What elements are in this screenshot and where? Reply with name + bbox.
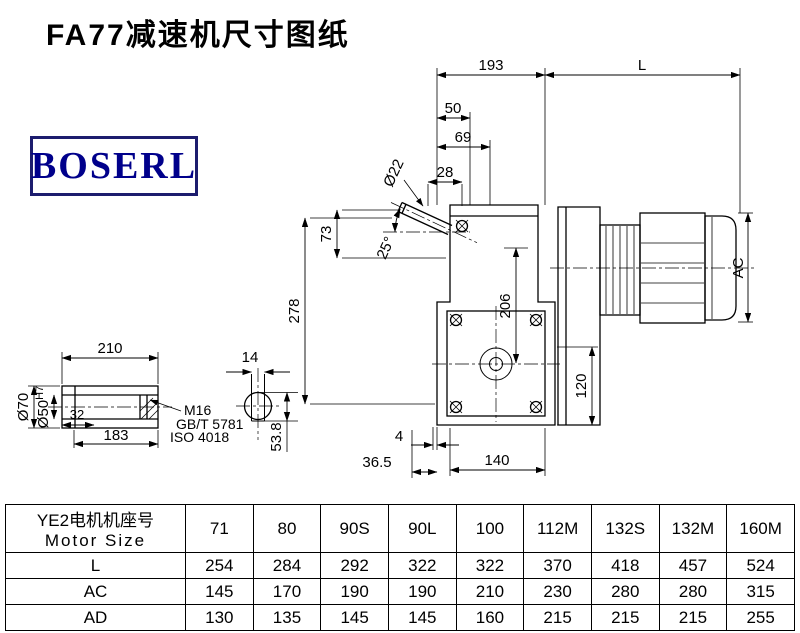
table-cell: 170 (252, 578, 322, 605)
header-line-cn: YE2电机机座号 (36, 511, 155, 530)
dim-label-140: 140 (484, 452, 509, 469)
table-cell: 135 (252, 604, 322, 631)
dim-label-193: 193 (478, 57, 503, 74)
row-label: AD (5, 604, 186, 631)
dim-label-AC: AC (730, 257, 747, 278)
brand-logo: BOSERL (30, 136, 198, 196)
dim-label-dia-50: Ø50 (35, 400, 52, 428)
table-header-cell: 132M (658, 504, 728, 553)
table-header-cell: 90L (387, 504, 457, 553)
dim-label-69: 69 (455, 129, 472, 146)
dim-label-73: 73 (318, 226, 335, 243)
dim-label-L: L (638, 57, 646, 74)
table-header-cell: 160M (726, 504, 795, 553)
table-cell: 145 (185, 578, 254, 605)
table-cell: 215 (590, 604, 660, 631)
table-header-row: YE2电机机座号 Motor Size 71 80 90S 90L 100 11… (5, 504, 795, 553)
dim-label-dia-70: Ø70 (15, 393, 32, 421)
table-row: AD 130 135 145 145 160 215 215 215 255 (5, 604, 795, 631)
table-cell: 145 (387, 604, 457, 631)
dim-label-53-8: 53.8 (268, 422, 285, 451)
label-bolt-m16: M16 (184, 402, 211, 418)
table-cell: 524 (726, 552, 795, 579)
table-cell: 280 (658, 578, 728, 605)
row-label: AC (5, 578, 186, 605)
table-header-motor-size: YE2电机机座号 Motor Size (5, 504, 186, 553)
table-cell: 292 (320, 552, 389, 579)
table-row: L 254 284 292 322 322 370 418 457 524 (5, 552, 795, 579)
dim-label-36-5: 36.5 (362, 454, 391, 471)
table-row: AC 145 170 190 190 210 230 280 280 315 (5, 578, 795, 605)
gearbox-motor-side-view (557, 206, 737, 426)
table-header-cell: 71 (185, 504, 254, 553)
table-header-cell: 80 (252, 504, 322, 553)
centerlines (48, 202, 756, 440)
table-cell: 255 (726, 604, 795, 631)
dim-label-50: 50 (445, 100, 462, 117)
label-std-iso: ISO 4018 (170, 429, 229, 445)
motor-size-table: YE2电机机座号 Motor Size 71 80 90S 90L 100 11… (5, 504, 795, 631)
table-cell: 230 (523, 578, 592, 605)
table-cell: 254 (185, 552, 254, 579)
dim-label-120: 120 (573, 373, 590, 398)
table-cell: 280 (590, 578, 660, 605)
table-cell: 418 (590, 552, 660, 579)
table-cell: 190 (320, 578, 389, 605)
table-cell: 284 (252, 552, 322, 579)
extension-lines (28, 68, 753, 478)
table-cell: 315 (726, 578, 795, 605)
dim-label-4: 4 (395, 428, 403, 445)
table-cell: 215 (523, 604, 592, 631)
table-header-cell: 100 (455, 504, 525, 553)
table-cell: 145 (320, 604, 389, 631)
table-cell: 215 (658, 604, 728, 631)
table-cell: 322 (455, 552, 525, 579)
page-title: FA77减速机尺寸图纸 (46, 19, 350, 52)
dim-label-32: 32 (70, 407, 84, 422)
dim-label-h7: H7 (34, 386, 46, 400)
brand-logo-text: BOSERL (30, 145, 198, 187)
dimension-lines (30, 71, 752, 476)
table-cell: 130 (185, 604, 254, 631)
table-cell: 322 (387, 552, 457, 579)
technical-drawing: 193 L 50 69 28 Ø22 25° 73 278 206 120 AC… (15, 57, 756, 478)
header-line-en: Motor Size (44, 531, 147, 550)
dim-label-28: 28 (437, 164, 454, 181)
hollow-shaft-detail (61, 385, 159, 429)
table-cell: 370 (523, 552, 592, 579)
table-header-cell: 90S (320, 504, 389, 553)
dim-label-210: 210 (97, 340, 122, 357)
table-cell: 190 (387, 578, 457, 605)
dim-label-shaft-dia-22: Ø22 (380, 157, 407, 190)
dim-label-14: 14 (242, 349, 259, 366)
row-label: L (5, 552, 186, 579)
table-cell: 160 (455, 604, 525, 631)
dim-label-dia-50h7: Ø50H7 (34, 386, 52, 428)
table-cell: 210 (455, 578, 525, 605)
table-header-cell: 112M (523, 504, 592, 553)
dim-label-183: 183 (103, 427, 128, 444)
dimension-labels: 193 L 50 69 28 Ø22 25° 73 278 206 120 AC… (15, 57, 747, 471)
table-cell: 457 (658, 552, 728, 579)
label-std-gbt: GB/T 5781 (176, 416, 244, 432)
dim-label-278: 278 (286, 298, 303, 323)
dim-label-206: 206 (497, 293, 514, 318)
table-header-cell: 132S (590, 504, 660, 553)
gearbox-front-view (397, 201, 556, 426)
